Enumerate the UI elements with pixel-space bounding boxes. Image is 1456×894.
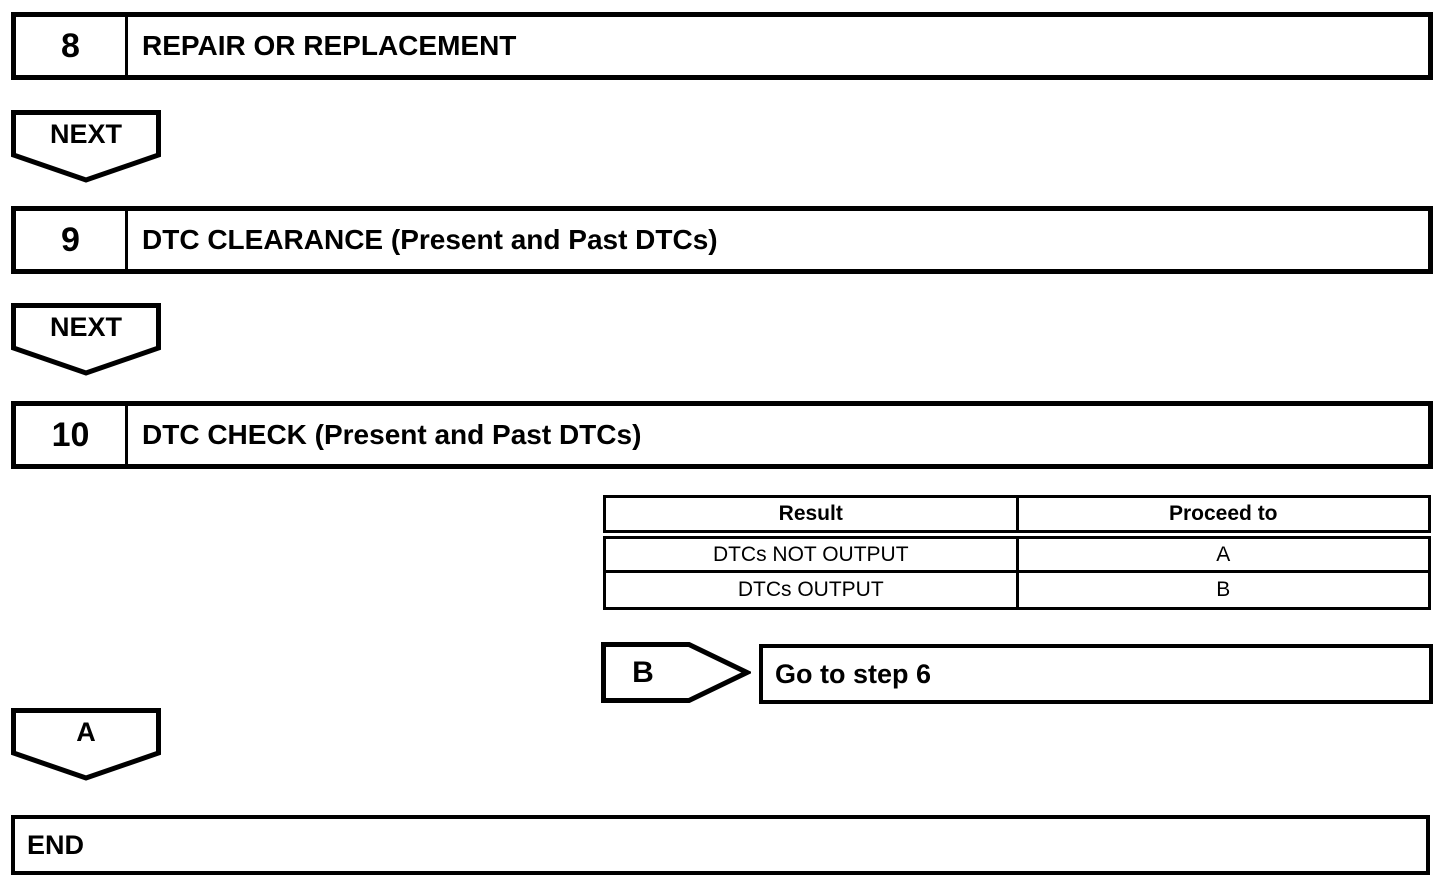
branch-a-marker: A: [11, 708, 161, 781]
branch-b-marker: B: [601, 642, 751, 703]
end-label: END: [27, 829, 85, 860]
result-table-header-row: Result Proceed to: [603, 495, 1431, 539]
arrow-down-pentagon-icon: NEXT: [11, 303, 161, 376]
step-title: DTC CLEARANCE (Present and Past DTCs): [142, 224, 718, 255]
branch-a-label: A: [76, 717, 96, 747]
proceed-to-column-header: Proceed to: [1015, 495, 1431, 539]
step-title: REPAIR OR REPLACEMENT: [142, 30, 517, 61]
next-label: NEXT: [50, 119, 123, 149]
arrow-right-pentagon-icon: B: [601, 642, 751, 703]
arrow-down-pentagon-icon: NEXT: [11, 110, 161, 183]
result-cell: DTCs OUTPUT: [603, 570, 1019, 610]
step-number: 9: [16, 211, 128, 269]
goto-step-box: Go to step 6: [759, 644, 1433, 704]
step-box-8: 8 REPAIR OR REPLACEMENT: [11, 12, 1433, 80]
proceed-to-cell: A: [1015, 533, 1431, 573]
next-marker-2: NEXT: [11, 303, 161, 376]
goto-step-label: Go to step 6: [775, 658, 932, 689]
table-row: DTCs NOT OUTPUT A: [603, 533, 1431, 573]
arrow-down-pentagon-icon: A: [11, 708, 161, 781]
step-number: 10: [16, 406, 128, 464]
step-box-9: 9 DTC CLEARANCE (Present and Past DTCs): [11, 206, 1433, 274]
result-cell: DTCs NOT OUTPUT: [603, 533, 1019, 573]
step-title: DTC CHECK (Present and Past DTCs): [142, 419, 642, 450]
step-number: 8: [16, 17, 128, 75]
result-table: Result Proceed to DTCs NOT OUTPUT A DTCs…: [603, 495, 1431, 610]
next-marker-1: NEXT: [11, 110, 161, 183]
result-column-header: Result: [603, 495, 1019, 539]
table-row: DTCs OUTPUT B: [603, 570, 1431, 610]
branch-b-label: B: [632, 656, 654, 689]
next-label: NEXT: [50, 312, 123, 342]
end-box: END: [11, 815, 1430, 875]
step-box-10: 10 DTC CHECK (Present and Past DTCs): [11, 401, 1433, 469]
proceed-to-cell: B: [1015, 570, 1431, 610]
